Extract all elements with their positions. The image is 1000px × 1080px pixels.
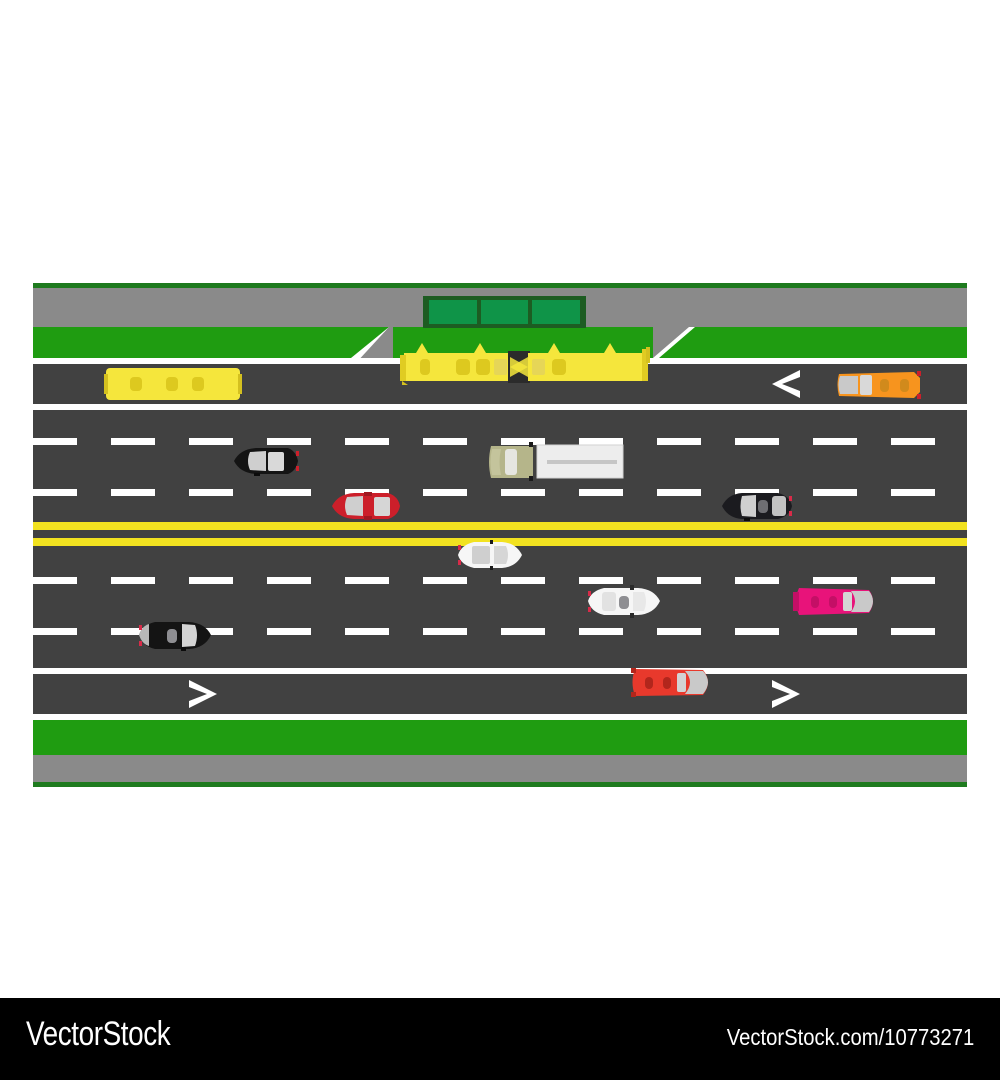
vehicle-red-sedan-middle: [330, 490, 402, 522]
dash-line-3: [33, 577, 967, 584]
arrow-right-lower-left: [185, 679, 219, 709]
dash-line-1: [33, 438, 967, 445]
ramp-green-right: [659, 327, 967, 358]
band-white-edge-line-4: [33, 714, 967, 720]
vehicle-red-van-bottom: [629, 665, 715, 700]
band-top-dark-green-edge: [33, 283, 967, 288]
vehicle-orange-minibus-right: [836, 368, 922, 402]
arrow-right-lower-right: [768, 679, 802, 709]
vectorstock-brand: VectorStock: [26, 1015, 171, 1053]
overhead-green-highway-sign: [423, 296, 586, 328]
vehicle-black-suv-lower-left: [137, 619, 213, 652]
highway-scene: [33, 283, 967, 787]
vehicle-white-suv-lower: [586, 585, 662, 618]
watermark-footer: VectorStock VectorStock.com/10773271: [0, 998, 1000, 1080]
band-bus-lane-lower: [33, 674, 967, 714]
band-white-edge-line-3: [33, 668, 967, 674]
vehicle-yellow-articulated-bus: [398, 341, 656, 389]
vectorstock-url: VectorStock.com/10773271: [726, 1024, 974, 1050]
vehicle-yellow-school-bus-left: [104, 366, 242, 402]
vehicle-magenta-van-lower-right: [791, 584, 879, 619]
sign-panel-3: [532, 300, 581, 324]
band-center-yellow-line-1: [33, 522, 967, 530]
sign-panel-2: [480, 300, 529, 324]
band-white-edge-line-2: [33, 404, 967, 410]
vehicle-white-sedan-center: [456, 540, 524, 570]
vehicle-black-sedan-upper: [232, 445, 300, 477]
dash-line-2: [33, 489, 967, 496]
vehicle-dark-suv-right: [720, 490, 794, 522]
band-center-gap: [33, 530, 967, 538]
sign-panel-1: [429, 300, 477, 324]
dash-line-4: [33, 628, 967, 635]
band-bottom-grass: [33, 720, 967, 755]
vehicle-olive-semi-truck: [485, 441, 625, 483]
arrow-left-upper-lane: [770, 369, 804, 399]
band-bottom-dark-green-edge: [33, 782, 967, 787]
band-bottom-gray-shoulder: [33, 755, 967, 782]
